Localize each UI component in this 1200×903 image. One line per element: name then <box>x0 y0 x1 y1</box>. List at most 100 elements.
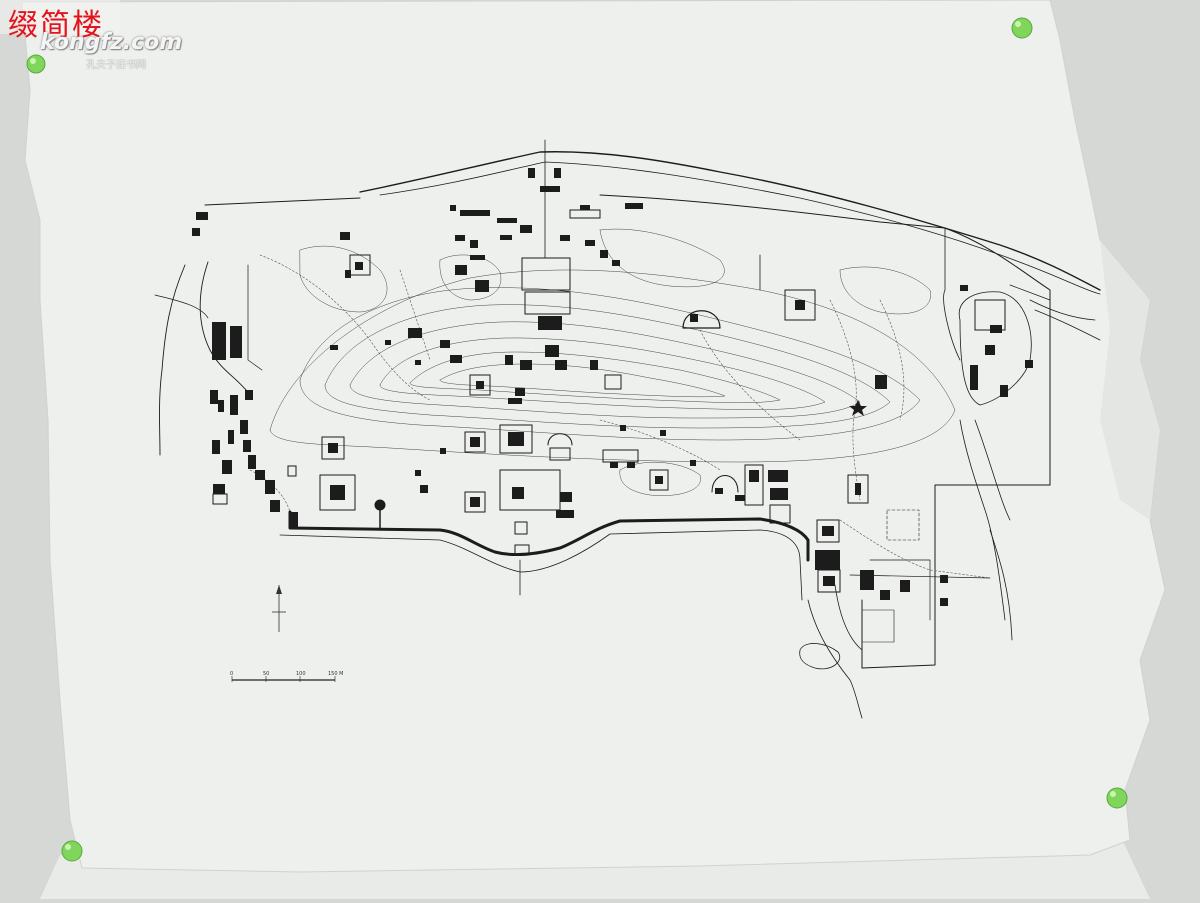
boundary-wall <box>204 194 1051 669</box>
hill-ridge-line <box>359 151 1101 291</box>
building <box>769 504 791 524</box>
central-axis <box>519 139 546 596</box>
building <box>990 325 1002 333</box>
east-garden-plot <box>861 609 895 643</box>
watermark-stamp: 缀简楼 <box>8 8 104 43</box>
building <box>660 430 666 436</box>
building <box>538 316 562 330</box>
buildings <box>192 168 1033 606</box>
star-pavilion <box>849 400 867 416</box>
building <box>470 255 485 260</box>
building <box>1025 360 1033 368</box>
building <box>499 469 561 511</box>
building <box>508 432 524 446</box>
building <box>620 425 626 431</box>
building <box>520 360 532 370</box>
building <box>355 262 363 270</box>
building <box>508 398 522 404</box>
building <box>455 235 465 241</box>
building <box>212 493 228 505</box>
hill-ridge-line-inner <box>379 161 1101 295</box>
building <box>880 590 890 600</box>
building <box>210 390 218 404</box>
building <box>420 485 428 493</box>
building <box>1000 385 1008 397</box>
building <box>440 448 446 454</box>
south-lake-shore <box>807 584 863 719</box>
building <box>612 260 620 266</box>
contour-line <box>299 245 388 313</box>
building <box>540 186 560 192</box>
building <box>212 440 220 454</box>
building <box>770 488 788 500</box>
building <box>823 576 835 586</box>
trail <box>879 299 905 421</box>
building <box>602 449 639 463</box>
east-garden-plot <box>886 509 920 541</box>
trail <box>249 469 291 513</box>
building <box>505 355 513 365</box>
building <box>860 570 874 590</box>
island-outline <box>799 643 841 670</box>
building <box>554 168 561 178</box>
building <box>497 218 517 223</box>
northeast-stream <box>1029 299 1101 341</box>
building <box>847 474 869 504</box>
building <box>795 300 805 310</box>
round-pavilion <box>682 310 721 329</box>
building <box>744 464 764 506</box>
site-plan <box>154 139 1101 719</box>
site-logo-name: 孔夫子旧书网 <box>86 60 146 71</box>
building <box>610 462 618 468</box>
north-arrow-icon <box>272 585 286 632</box>
trail <box>399 269 431 361</box>
building <box>580 205 590 210</box>
building <box>560 235 570 241</box>
building <box>655 476 663 484</box>
contour-line <box>269 269 956 463</box>
building <box>521 257 571 291</box>
building <box>248 455 256 469</box>
contour-line <box>324 304 891 429</box>
scale-label: 100 <box>296 671 306 677</box>
building <box>243 440 251 452</box>
building <box>290 512 298 528</box>
building <box>330 485 345 500</box>
building <box>875 375 887 389</box>
building <box>549 447 571 461</box>
building <box>768 470 788 482</box>
building <box>715 488 723 494</box>
building <box>222 460 232 474</box>
building <box>469 374 491 396</box>
building <box>625 203 643 209</box>
building <box>265 480 275 494</box>
building <box>470 497 480 507</box>
building <box>822 526 834 536</box>
east-creek-2 <box>974 419 1013 641</box>
building <box>450 205 456 211</box>
scale-label: 50 <box>263 671 269 677</box>
building <box>735 495 745 501</box>
trail <box>839 519 991 579</box>
round-pavilion <box>547 433 573 446</box>
building <box>627 462 635 468</box>
building <box>855 483 861 495</box>
building <box>464 431 486 453</box>
building <box>192 228 200 236</box>
trail <box>259 254 431 401</box>
building <box>255 470 265 480</box>
building <box>816 519 840 543</box>
building <box>960 285 968 291</box>
building <box>328 443 338 453</box>
building <box>319 474 356 511</box>
push-pin-icon <box>61 840 83 862</box>
building <box>470 240 478 248</box>
building <box>230 326 242 358</box>
building <box>499 424 533 454</box>
building <box>230 395 238 415</box>
building <box>649 469 669 491</box>
building <box>415 470 421 476</box>
building <box>900 580 910 592</box>
